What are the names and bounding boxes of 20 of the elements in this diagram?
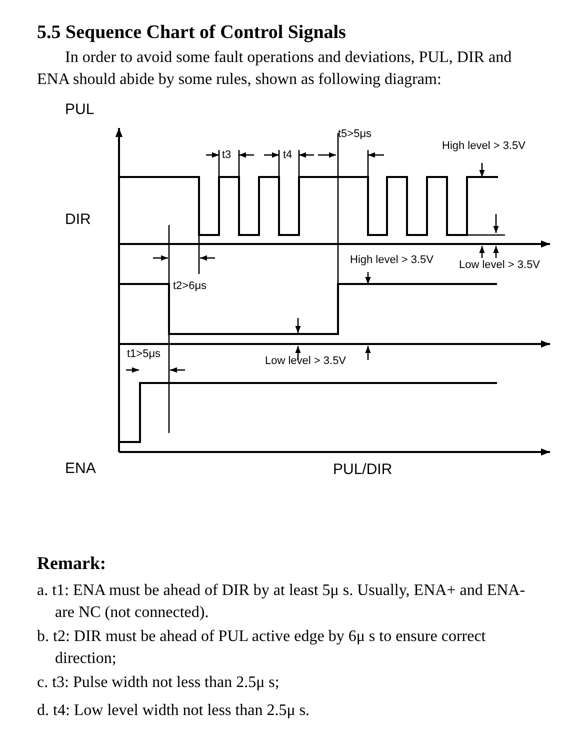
timing-label: t5>5μs [338, 128, 372, 141]
signal-label: DIR [65, 211, 91, 228]
level-label: Low level > 3.5V [265, 355, 346, 368]
level-label: High level > 3.5V [442, 140, 526, 153]
signal-label: ENA [65, 460, 96, 478]
axis-label: PUL/DIR [333, 461, 392, 478]
level-label: Low level > 3.5V [459, 259, 540, 272]
timing-label: t4 [283, 149, 292, 162]
timing-label: t3 [222, 149, 232, 162]
remark-item: d. t4: Low level width not less than 2.5μ s. [37, 701, 311, 721]
timing-label: t2>6μs [173, 280, 207, 293]
timing-label: t1>5μs [127, 348, 161, 361]
remark-item: b. t2: DIR must be ahead of PUL active edge by 6μ s to ensure correct direction; [37, 627, 487, 669]
remark-item: a. t1: ENA must be ahead of DIR by at least 5μ s. Usually, ENA+ and ENA- are NC (not connected). [37, 581, 526, 623]
section-title: 5.5 Sequence Chart of Control Signals [37, 22, 346, 44]
intro-paragraph: In order to avoid some fault operations and deviations, PUL, DIR and ENA should abide by some rules, shown as following diagram: [37, 48, 513, 90]
signal-label: PUL [65, 101, 94, 118]
remark-heading: Remark: [37, 553, 106, 574]
level-label: High level > 3.5V [350, 254, 434, 267]
remark-item: c. t3: Pulse width not less than 2.5μ s; [37, 673, 280, 693]
